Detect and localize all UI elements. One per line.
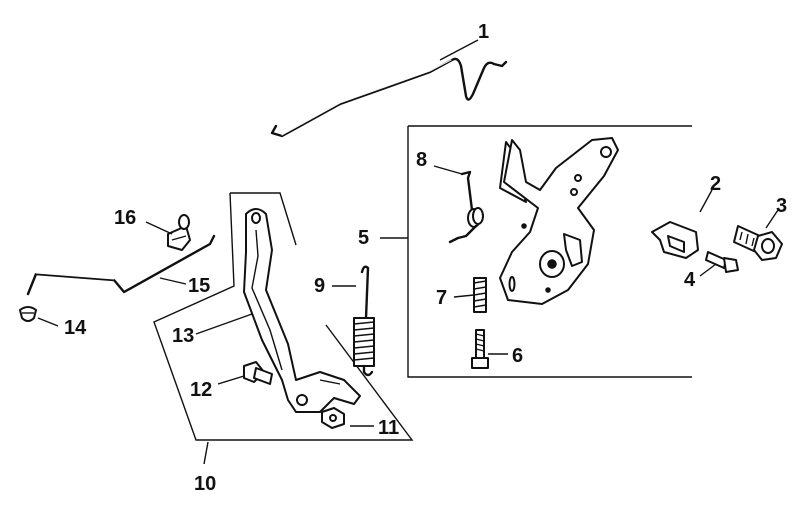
callout-9: 9 (314, 275, 325, 297)
compression-spring (473, 277, 487, 313)
callout-8: 8 (416, 149, 427, 171)
screw-6 (471, 329, 489, 369)
control-plate (499, 137, 619, 305)
rod-clip-16 (167, 214, 191, 251)
throttle-rod (270, 57, 508, 138)
grommet-14 (19, 306, 37, 322)
callout-2: 2 (710, 173, 721, 195)
clip-2 (651, 221, 699, 259)
callout-numbers: 1 2 3 4 5 6 7 8 9 10 11 12 13 14 15 16 (64, 21, 787, 495)
bolt-3 (733, 225, 783, 261)
callout-14: 14 (64, 317, 87, 339)
callout-1: 1 (478, 21, 489, 43)
callout-12: 12 (190, 379, 212, 401)
callout-16: 16 (114, 207, 136, 229)
callout-4: 4 (684, 269, 696, 291)
bolt-4 (705, 251, 739, 273)
callout-7: 7 (436, 287, 447, 309)
choke-rod (26, 234, 216, 296)
pivot-bolt-12 (243, 361, 273, 385)
callout-10: 10 (194, 473, 216, 495)
group-frame-10 (153, 192, 414, 441)
torsion-spring (448, 170, 484, 244)
extension-spring (353, 265, 375, 377)
callout-6: 6 (512, 345, 523, 367)
callout-13: 13 (172, 325, 194, 347)
group-frame-5 (380, 125, 692, 378)
callout-3: 3 (776, 195, 787, 217)
callout-15: 15 (188, 275, 210, 297)
callout-11: 11 (378, 417, 399, 439)
callout-5: 5 (358, 227, 369, 249)
control-lever (243, 208, 361, 413)
leader-lines (37, 39, 779, 465)
nut-11 (321, 407, 345, 429)
